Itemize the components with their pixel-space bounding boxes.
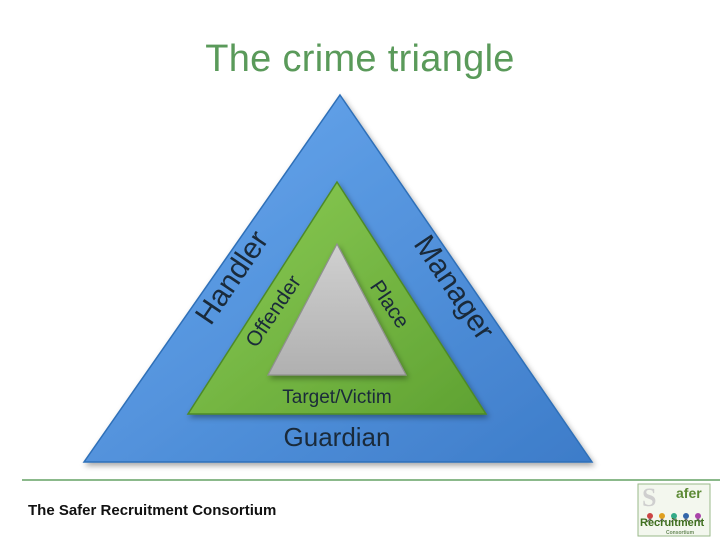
label-target-victim: Target/Victim <box>282 387 391 408</box>
logo-figures-icon: S <box>637 483 711 537</box>
crime-triangle-diagram: Handler Manager Guardian Offender Place … <box>82 93 594 463</box>
footer-divider <box>22 479 720 481</box>
slide-title: The crime triangle <box>205 38 515 80</box>
safer-recruitment-logo: S afer Recruitment Consortium <box>636 482 712 538</box>
logo-word-recruitment: Recruitment <box>640 517 705 529</box>
inner-triangle-target-layer <box>267 242 407 376</box>
svg-text:S: S <box>642 483 656 512</box>
footer-organization-name: The Safer Recruitment Consortium <box>28 502 277 519</box>
logo-word-consortium: Consortium <box>666 530 695 536</box>
logo-word-afer: afer <box>676 485 702 501</box>
label-guardian: Guardian <box>284 422 391 452</box>
